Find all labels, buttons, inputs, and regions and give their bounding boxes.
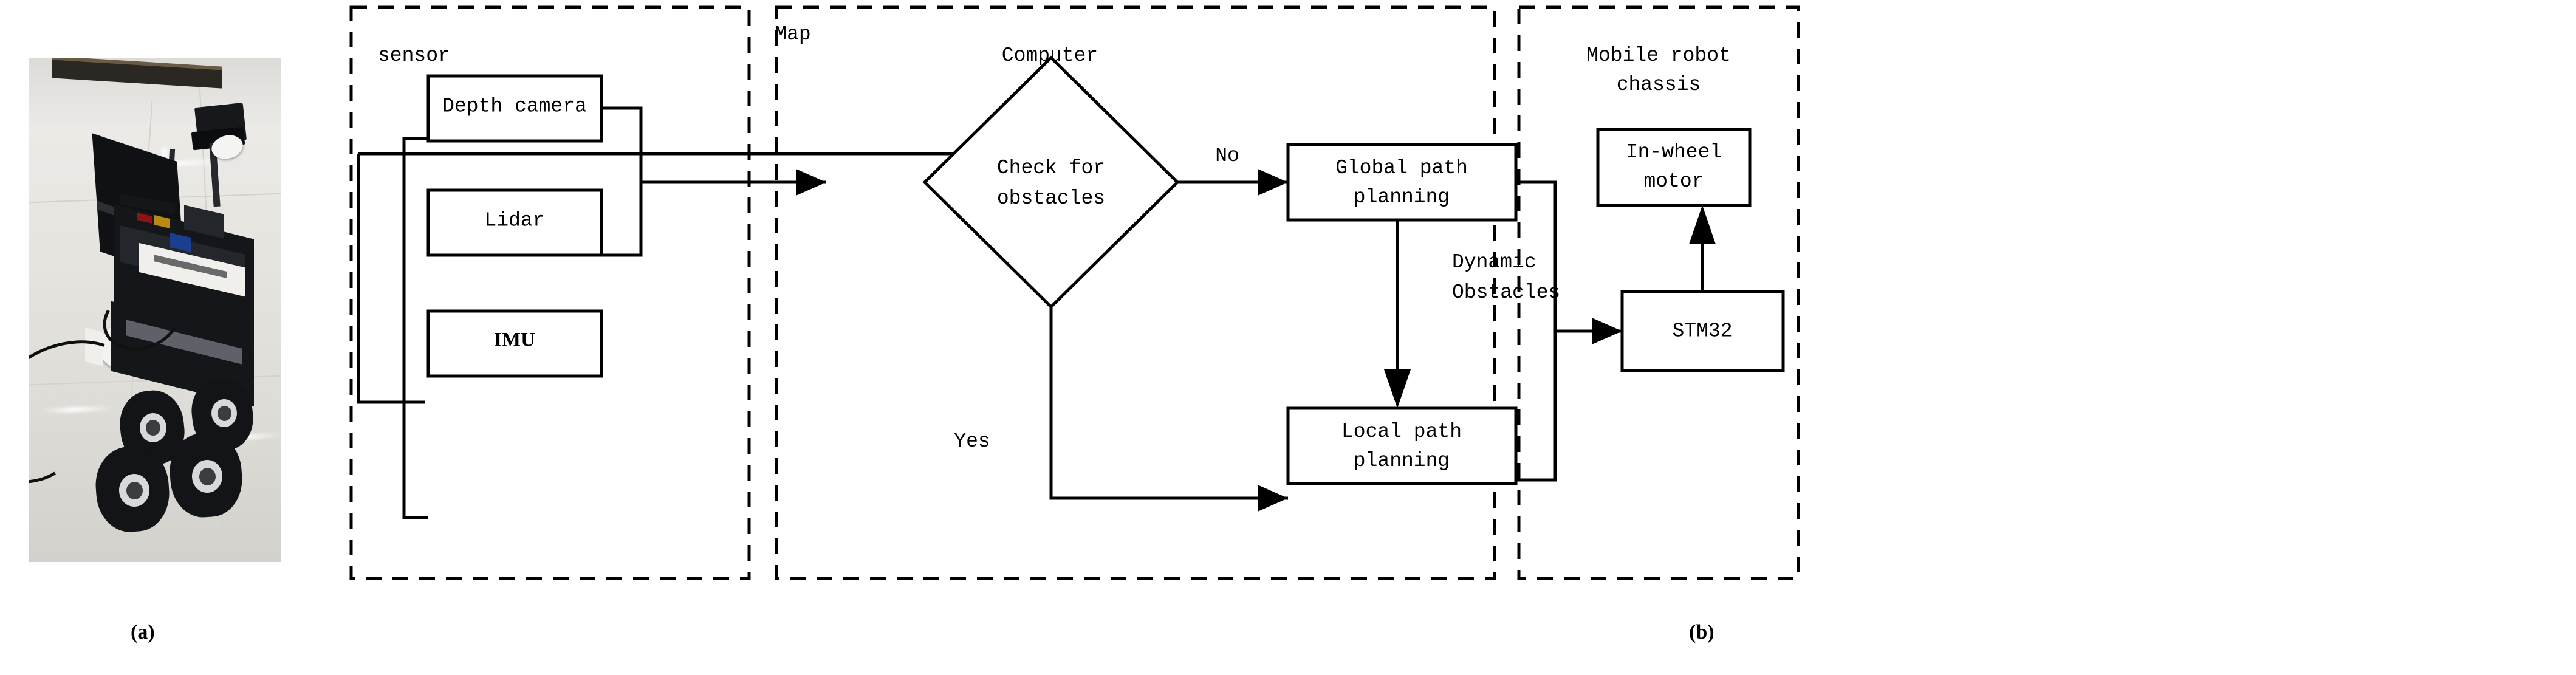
yes-branch-arrowhead <box>1258 485 1288 512</box>
edge-label-yes: Yes <box>954 430 990 453</box>
node-in-wheel-motor-line1: In-wheel <box>1626 141 1722 163</box>
robot-wheel-hub <box>146 420 160 436</box>
edge-label-dynamic-obstacles-line1: Dynamic <box>1452 251 1536 273</box>
chassis-group-label-line1: Mobile robot <box>1586 44 1731 67</box>
node-local-path-planning-line2: planning <box>1354 450 1450 472</box>
robot-photograph <box>29 58 281 562</box>
planner-output-merge-bus <box>1516 180 1557 482</box>
robot-wheel-hub <box>126 482 143 499</box>
panel-b-diagram: sensor Computer Mobile robot chassis Dep… <box>340 0 2576 675</box>
edge-label-no: No <box>1215 145 1239 167</box>
node-lidar-label: Lidar <box>484 210 544 232</box>
robot-wheel-hub <box>199 468 216 485</box>
node-global-path-planning-line1: Global path <box>1335 157 1468 179</box>
no-branch-arrowhead <box>1258 169 1288 196</box>
node-global-path-planning-line2: planning <box>1354 186 1450 208</box>
chassis-group-label-line2: chassis <box>1617 74 1701 96</box>
node-depth-camera[interactable] <box>426 74 603 143</box>
panel-b-caption: (b) <box>1689 621 1714 643</box>
node-stm32-label: STM32 <box>1672 320 1732 343</box>
sensor-group-label: sensor <box>378 44 450 67</box>
edge-label-map: Map <box>775 23 810 46</box>
sensor-to-decision-arrowhead <box>796 169 826 196</box>
node-in-wheel-motor-line2: motor <box>1643 170 1704 193</box>
edge-label-dynamic-obstacles-line2: Obstacles <box>1452 281 1560 304</box>
node-stm32[interactable] <box>1620 290 1785 372</box>
node-in-wheel-motor[interactable] <box>1596 128 1752 207</box>
node-lidar[interactable] <box>426 188 603 257</box>
dynamic-obstacles-arrowhead <box>1384 369 1411 408</box>
node-local-path-planning[interactable] <box>1286 406 1518 485</box>
yes-branch-wire <box>1049 307 1288 500</box>
node-imu-label: IMU <box>494 329 535 351</box>
node-check-for-obstacles-line1: Check for <box>997 157 1105 179</box>
chassis-group-frame <box>1517 5 1800 580</box>
sensor-inner-bus <box>402 137 428 519</box>
sensor-outer-bus <box>357 154 425 404</box>
node-imu[interactable] <box>426 309 603 378</box>
sensor-collector-bus <box>601 106 643 257</box>
stm32-to-motor-arrowhead <box>1689 205 1716 244</box>
sensor-group-frame <box>349 5 751 580</box>
node-local-path-planning-line1: Local path <box>1341 420 1462 443</box>
robot-wheel-hub <box>218 406 231 421</box>
node-check-for-obstacles-line2: obstacles <box>997 187 1105 210</box>
node-depth-camera-label: Depth camera <box>442 95 587 118</box>
node-check-for-obstacles[interactable] <box>922 55 1180 309</box>
panel-a-photo: (a) <box>0 0 340 675</box>
node-global-path-planning[interactable] <box>1286 143 1518 222</box>
planner-to-stm32-arrowhead <box>1592 318 1622 344</box>
panel-a-caption: (a) <box>131 621 155 643</box>
computer-group-frame <box>775 5 1496 580</box>
